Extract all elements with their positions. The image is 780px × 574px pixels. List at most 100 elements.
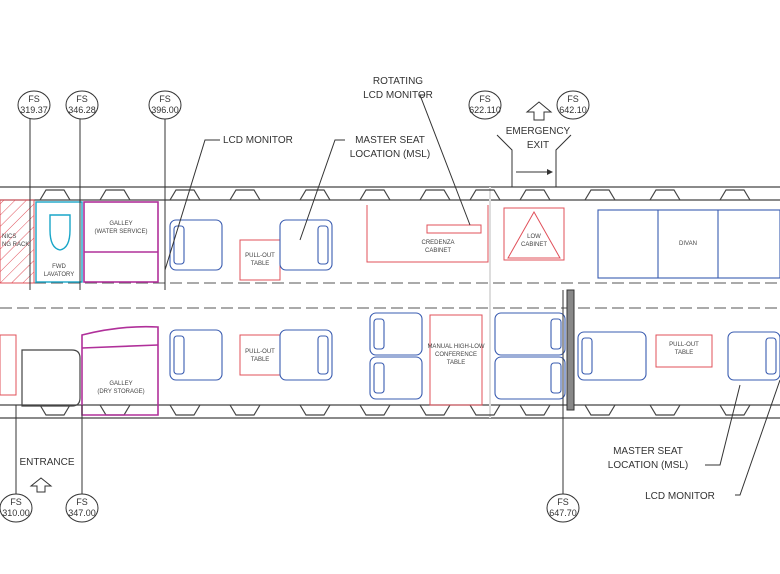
msl-top-callout-2: LOCATION (MSL) [350,149,430,160]
conference-label-2: CONFERENCE [435,352,477,358]
window-bottom [169,404,201,416]
station-label: FS [159,94,171,104]
divan-label: DIVAN [679,241,697,247]
station-value: 319.37 [20,105,48,115]
seat [369,356,423,400]
station-value: 310.00 [2,508,30,518]
forward-lavatory: FWD LAVATORY [35,201,83,283]
station-value: 647.70 [549,508,577,518]
msl-bottom-callout-2: LOCATION (MSL) [608,460,688,471]
entrance-callout: ENTRANCE [19,457,74,468]
credenza-label-2: CABINET [425,248,451,254]
seat [169,219,223,271]
seat [494,312,566,356]
window-top [584,189,616,201]
station-label: FS [567,94,579,104]
seat [494,356,566,400]
window-bottom [419,404,451,416]
entrance-door [21,349,81,407]
emergency-exit-callout-1: EMERGENCY [506,126,571,137]
credenza-label-1: CREDENZA [421,240,454,246]
rack-zone [0,199,35,284]
pullout-aft-label-1: PULL-OUT [669,342,699,348]
window-bottom [519,404,551,416]
station-label: FS [479,94,491,104]
station-value: 346.28 [68,105,96,115]
station-value: 622.110 [469,105,501,115]
low-cabinet-label-2: CABINET [521,242,547,248]
seats [169,219,780,400]
lavatory-label-2: LAVATORY [44,272,74,278]
aft-seat-partial [0,334,17,396]
galley-dry-label-1: GALLEY [109,381,132,387]
window-bottom [469,404,501,416]
galley-dry-label-2: (DRY STORAGE) [97,389,144,395]
pullout-top-label-2: TABLE [251,261,270,267]
galley-water-label-2: (WATER SERVICE) [95,229,148,235]
station-label: FS [76,94,88,104]
emergency-exit-callout-2: EXIT [527,140,549,151]
station-label: FS [76,497,88,507]
window-top [169,189,201,201]
lavatory-label-1: FWD [52,264,66,270]
window-bottom [229,404,261,416]
station-value: 347.00 [68,508,96,518]
fuselage-stations: FS319.37FS346.28FS396.00FS622.110FS642.1… [0,90,590,523]
pullout-bot-label-2: TABLE [251,357,270,363]
window-top [469,189,501,201]
galley-water-label-1: GALLEY [109,221,132,227]
conference-label-3: TABLE [447,360,466,366]
window-bottom [719,404,751,416]
galley-water-service: GALLEY (WATER SERVICE) [83,201,159,283]
conference-label-1: MANUAL HIGH-LOW [427,344,484,350]
seat [279,219,333,271]
window-top [229,189,261,201]
window-top [39,189,71,201]
window-bottom [649,404,681,416]
seat [727,331,780,381]
windows [39,189,751,416]
window-bottom [359,404,391,416]
callouts [29,94,780,496]
window-top [419,189,451,201]
low-cabinet-label-1: LOW [527,234,541,240]
window-top [719,189,751,201]
window-bottom [299,404,331,416]
station-label: FS [557,497,569,507]
window-top [299,189,331,201]
pullout-aft-label-2: TABLE [675,350,694,356]
rack-label-1: NICS [2,234,16,240]
window-top [649,189,681,201]
galley-dry-storage: GALLEY (DRY STORAGE) [81,325,159,416]
seat [169,329,223,381]
rotating-callout-1: ROTATING [373,76,423,87]
station-label: FS [28,94,40,104]
window-top [99,189,131,201]
pullout-top-label-1: PULL-OUT [245,253,275,259]
window-bottom [99,404,131,416]
window-top [359,189,391,201]
lcd-monitor-callout: LCD MONITOR [223,135,293,146]
msl-bottom-callout-1: MASTER SEAT [613,446,683,457]
pullout-bot-label-1: PULL-OUT [245,349,275,355]
station-value: 396.00 [151,105,179,115]
rack-label-2: NG RACK [2,242,29,248]
seat [577,331,647,381]
seat [369,312,423,356]
station-label: FS [10,497,22,507]
window-top [519,189,551,201]
window-bottom [584,404,616,416]
window-bottom [39,404,71,416]
lcd-monitor-bottom-callout: LCD MONITOR [645,491,715,502]
seat [279,329,333,381]
rotating-callout-2: LCD MONITOR [363,90,433,101]
